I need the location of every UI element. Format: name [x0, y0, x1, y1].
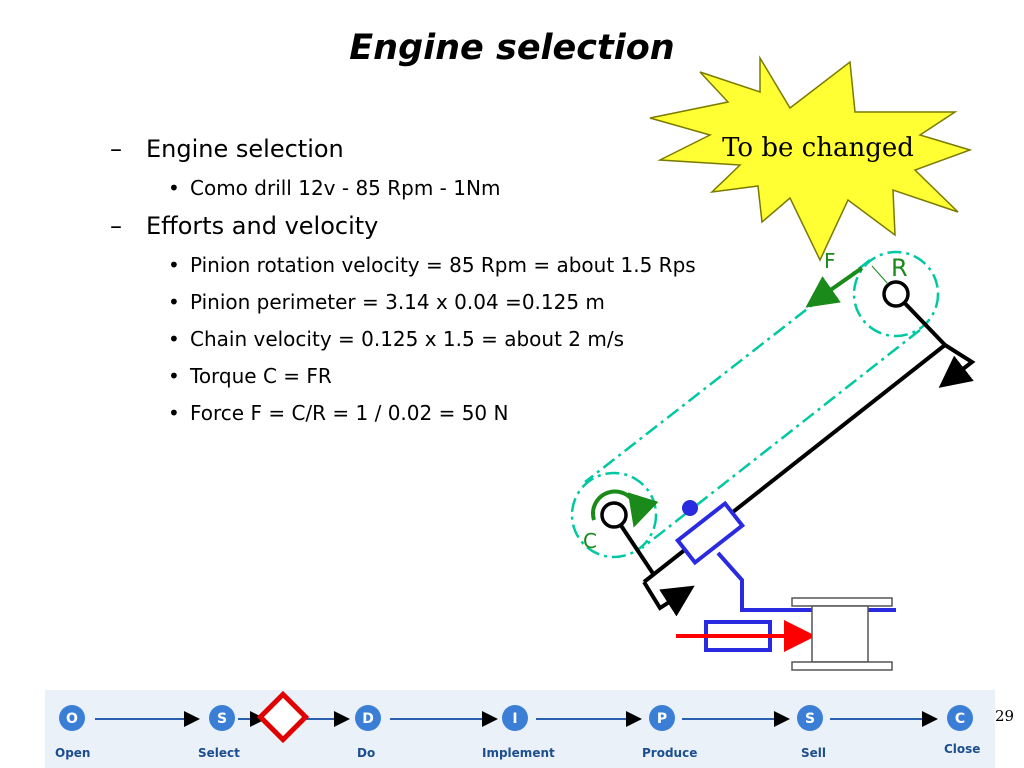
step-do[interactable]: D Do: [355, 705, 381, 760]
bullet-item: • Chain velocity = 0.125 x 1.5 = about 2 …: [168, 321, 790, 358]
item-text: Chain velocity = 0.125 x 1.5 = about 2 m…: [190, 327, 624, 351]
label-c: C: [583, 529, 597, 553]
step-letter: P: [657, 711, 667, 727]
slider-block: [674, 500, 746, 566]
top-pinion-dashed: [852, 250, 940, 338]
item-text: Pinion perimeter = 3.14 x 0.04 =0.125 m: [190, 290, 605, 314]
step-letter: S: [217, 711, 227, 727]
bullet-item: • Torque C = FR: [168, 358, 790, 395]
pivot-dot: [682, 500, 698, 516]
step-badge: [59, 705, 85, 731]
force-arrow: [805, 266, 864, 308]
step-badge: [355, 705, 381, 731]
dash-marker: –: [110, 212, 122, 240]
frame-arm: [612, 292, 976, 617]
step-badge: [649, 705, 675, 731]
slider-mechanism: [674, 500, 896, 652]
starburst-shape: [649, 55, 973, 262]
drum-top-flange: [791, 597, 893, 607]
step-letter: C: [955, 711, 965, 727]
step-implement[interactable]: I Implement: [482, 705, 555, 760]
step-label: Close: [944, 742, 980, 756]
bullet-item: • Como drill 12v - 85 Rpm - 1Nm: [168, 170, 790, 207]
torque-arc: [591, 489, 659, 528]
step-badge: [797, 705, 823, 731]
step-badge: [209, 705, 235, 731]
section-label: Efforts and velocity: [146, 212, 379, 240]
item-text: Force F = C/R = 1 / 0.02 = 50 N: [190, 401, 509, 425]
bullet-item: • Pinion perimeter = 3.14 x 0.04 =0.125 m: [168, 284, 790, 321]
chain-lower-line: [641, 329, 921, 549]
step-label: Select: [198, 746, 240, 760]
step-letter: S: [805, 711, 815, 727]
step-label: Produce: [642, 746, 697, 760]
dot-marker: •: [168, 176, 180, 200]
slide-title: Engine selection: [349, 28, 675, 68]
step-badge: [947, 705, 973, 731]
item-text: Pinion rotation velocity = 85 Rpm = abou…: [190, 253, 696, 277]
dot-marker: •: [168, 327, 180, 351]
radius-marker: [871, 265, 889, 285]
step-letter: D: [362, 711, 374, 727]
item-text: Torque C = FR: [190, 364, 332, 388]
bottom-end-cap: [642, 580, 695, 617]
bullet-list: –Engine selection •Como drill 12v - 85 R…: [110, 130, 790, 432]
bullet-item: • Force F = C/R = 1 / 0.02 = 50 N: [168, 395, 790, 432]
step-label: Open: [55, 746, 90, 760]
dash-marker: –: [110, 135, 122, 163]
dot-marker: •: [168, 253, 180, 277]
slider-rod: [716, 551, 744, 612]
label-r: R: [891, 254, 908, 282]
starburst-callout: To be changed: [649, 55, 973, 262]
bottom-pinion: [600, 501, 628, 529]
item-text: Como drill 12v - 85 Rpm - 1Nm: [190, 176, 501, 200]
step-label: Sell: [801, 746, 826, 760]
callout-text: To be changed: [722, 133, 914, 163]
step-letter: I: [512, 711, 517, 727]
label-f: F: [824, 249, 836, 273]
page-number: 29: [995, 707, 1015, 725]
step-sell[interactable]: S Sell: [797, 705, 826, 760]
bullet-item: • Pinion rotation velocity = 85 Rpm = abo…: [168, 247, 790, 284]
step-select[interactable]: S Select: [198, 705, 240, 760]
top-end-cap: [938, 343, 976, 388]
section-label: Engine selection: [146, 135, 344, 163]
step-letter: O: [66, 711, 78, 727]
step-close[interactable]: C Close: [944, 705, 980, 756]
step-produce[interactable]: P Produce: [642, 705, 697, 760]
step-open[interactable]: O Open: [55, 705, 90, 760]
dot-marker: •: [168, 364, 180, 388]
bullet-section-efforts: –Efforts and velocity: [110, 207, 790, 247]
drum-body: [811, 605, 869, 663]
top-pinion: [882, 280, 910, 308]
current-step-diamond: [256, 690, 310, 744]
step-label: Do: [357, 746, 375, 760]
drum: [791, 597, 893, 671]
drum-bottom-flange: [791, 661, 893, 671]
bullet-section-engine: –Engine selection: [110, 130, 790, 170]
step-label: Implement: [482, 746, 555, 760]
dot-marker: •: [168, 401, 180, 425]
dot-marker: •: [168, 290, 180, 314]
step-badge: [502, 705, 528, 731]
